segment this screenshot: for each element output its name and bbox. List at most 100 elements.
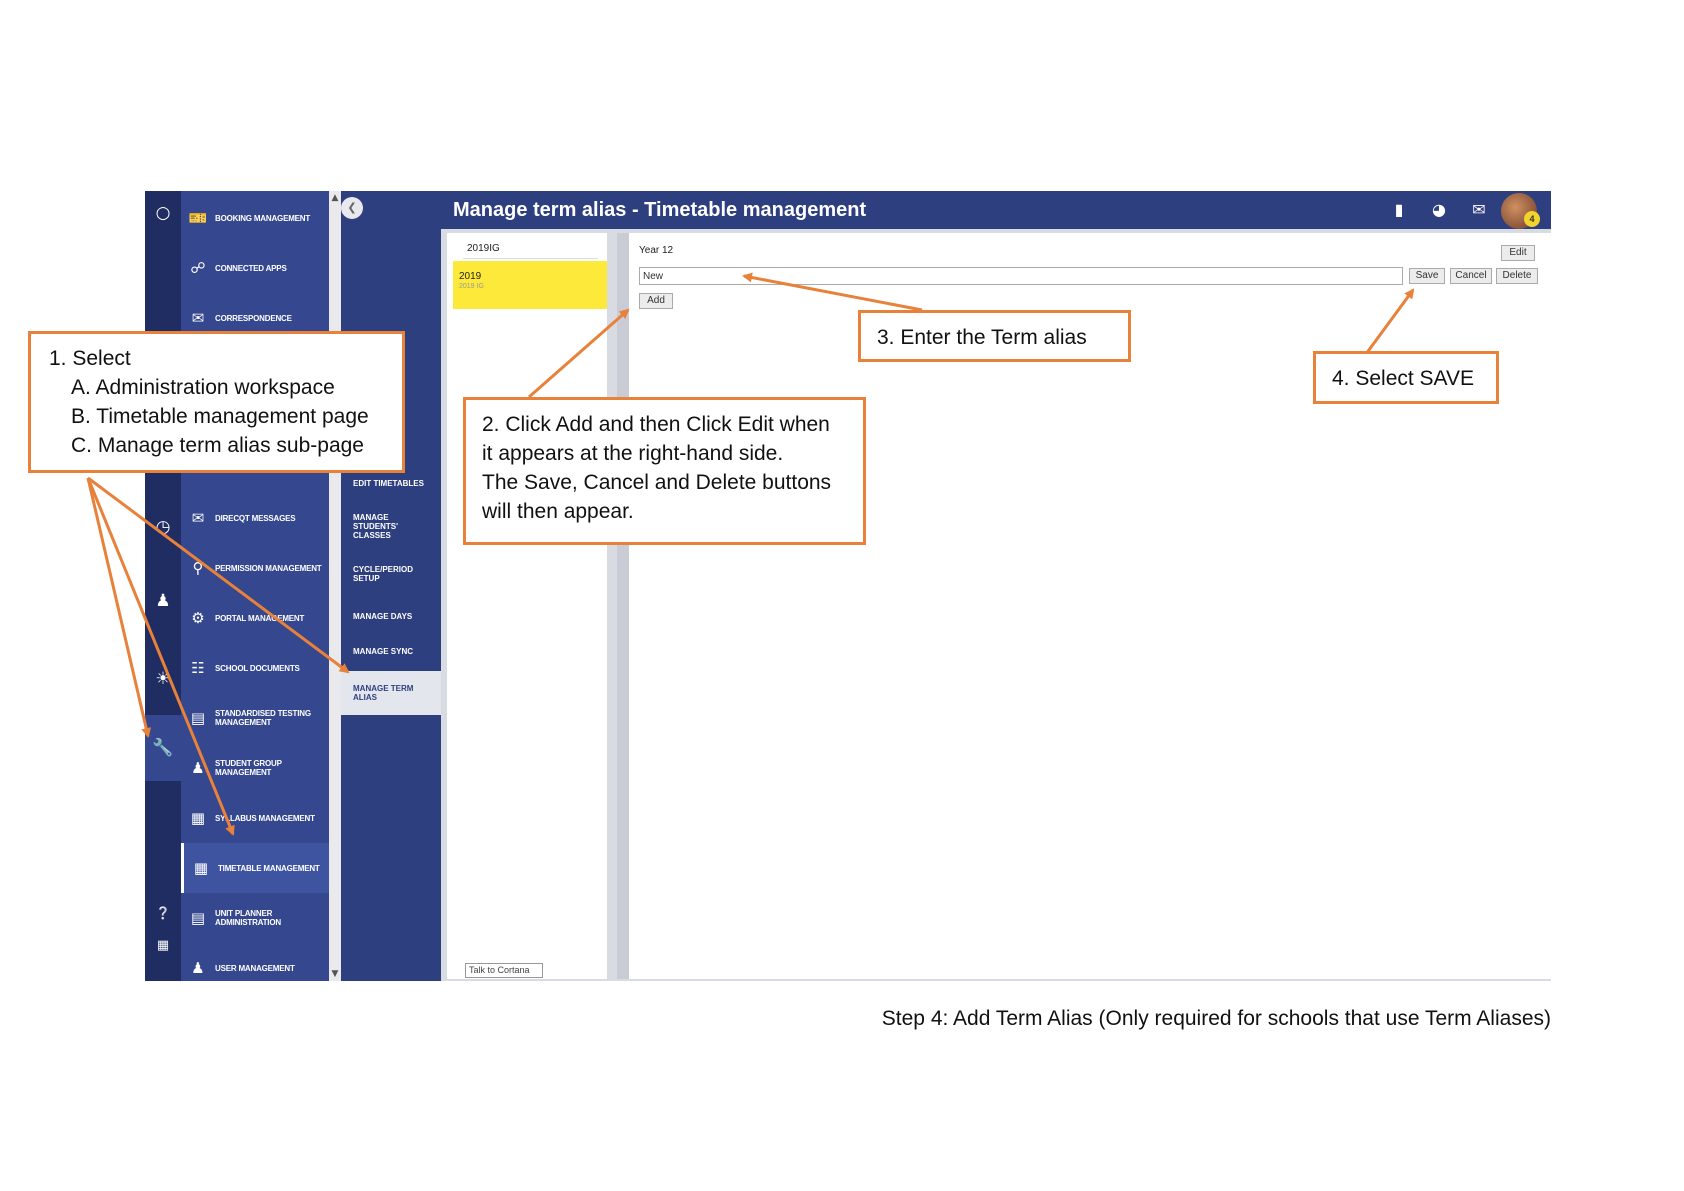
term-card-selected[interactable]: 2019 2019 IG [453,261,607,309]
save-button[interactable]: Save [1409,268,1445,284]
globe-icon[interactable]: ◕ [1432,200,1446,219]
menu-item-label: SYLLABUS MANAGEMENT [215,813,315,823]
menu-item-user-management[interactable]: ♟ USER MANAGEMENT [181,943,329,981]
notification-badge: 4 [1524,211,1540,227]
sub-item-manage-students-classes[interactable]: MANAGE STUDENTS' CLASSES [341,506,441,546]
menu-item-label: CORRESPONDENCE [215,313,292,323]
sub-item-label: MANAGE SYNC [353,646,414,656]
menu-item-label: USER MANAGEMENT [215,963,295,973]
logout-icon[interactable]: ▦ [156,937,170,953]
group-icon: ♟ [191,759,205,777]
unit-planner-icon: ▤ [190,909,206,927]
cortana-search-box[interactable]: Talk to Cortana [465,963,543,978]
syllabus-icon: ▦ [190,809,206,827]
callout-1-line-c: C. Manage term alias sub-page [71,434,364,457]
menu-item-school-documents[interactable]: ☷ SCHOOL DOCUMENTS [181,643,329,693]
menu-item-label: TIMETABLE MANAGEMENT [218,863,320,873]
menu-item-direcqt-messages[interactable]: ✉ DIRECQT MESSAGES [181,493,329,543]
sub-item-manage-sync[interactable]: MANAGE SYNC [341,636,441,666]
scroll-up-icon[interactable]: ▲ [331,193,339,203]
menu-item-timetable-management[interactable]: ▦ TIMETABLE MANAGEMENT [181,843,329,893]
permission-icon: ⚲ [192,559,204,577]
callout-step-4: 4. Select SAVE [1313,351,1499,404]
menu-scrollbar[interactable]: ▲ ▼ [329,191,341,981]
callout-step-3: 3. Enter the Term alias [858,310,1131,362]
app-window: ○ ◷ ♟ ☀ 🔧 ❔ ▦ 🎫 BOOKING MANAGEMENT ☍ CON… [145,191,1551,981]
sun-icon[interactable]: ☀ [155,669,171,689]
menu-item-label: STUDENT GROUP MANAGEMENT [215,759,282,777]
sub-item-edit-timetables[interactable]: EDIT TIMETABLES [341,471,441,495]
chevron-left-icon[interactable]: ❮ [341,197,363,219]
callout-1-title: 1. Select [49,347,131,370]
delete-button[interactable]: Delete [1496,268,1538,284]
sub-item-label: MANAGE DAYS [353,611,413,621]
wrench-icon[interactable]: 🔧 [145,715,181,781]
menu-item-correspondence[interactable]: ✉ CORRESPONDENCE [181,293,329,343]
menu-item-portal-management[interactable]: ⚙ PORTAL MANAGEMENT [181,593,329,643]
scroll-down-icon[interactable]: ▼ [331,969,339,979]
messages-icon: ✉ [191,509,205,527]
cancel-button[interactable]: Cancel [1450,268,1492,284]
user-management-icon: ♟ [191,959,205,977]
menu-item-permission-management[interactable]: ⚲ PERMISSION MANAGEMENT [181,543,329,593]
menu-item-label: SCHOOL DOCUMENTS [215,663,300,673]
sub-item-label: MANAGE STUDENTS' CLASSES [353,512,399,540]
year-label: Year 12 [639,245,674,256]
documents-icon: ☷ [191,659,205,677]
administration-menu: 🎫 BOOKING MANAGEMENT ☍ CONNECTED APPS ✉ … [181,191,329,981]
menu-item-student-group-management[interactable]: ♟ STUDENT GROUP MANAGEMENT [181,743,329,793]
workspace-rail: ○ ◷ ♟ ☀ 🔧 ❔ ▦ [145,191,181,981]
sub-item-label: EDIT TIMETABLES [353,478,424,488]
callout-1-line-a: A. Administration workspace [71,376,335,399]
ticket-icon: 🎫 [188,209,208,227]
page-title: Manage term alias - Timetable management [453,199,867,221]
menu-item-label: BOOKING MANAGEMENT [215,213,311,223]
sub-item-label: MANAGE TERM ALIAS [353,684,414,702]
edit-button[interactable]: Edit [1501,245,1535,261]
clock-icon[interactable]: ◷ [155,517,171,537]
callout-2-line-1: 2. Click Add and then Click Edit when [482,413,830,436]
menu-item-booking-management[interactable]: 🎫 BOOKING MANAGEMENT [181,193,329,243]
menu-item-label: STANDARDISED TESTING MANAGEMENT [215,709,311,727]
portal-icon: ⚙ [191,609,205,627]
timetable-icon: ▦ [193,859,209,877]
sub-item-cycle-period-setup[interactable]: CYCLE/PERIOD SETUP [341,559,441,589]
menu-item-syllabus-management[interactable]: ▦ SYLLABUS MANAGEMENT [181,793,329,843]
term-card-subtitle: 2019 IG [459,283,484,290]
page-header: Manage term alias - Timetable management… [441,191,1551,229]
arrow-to-admin-workspace [86,477,152,738]
callout-1-line-b: B. Timetable management page [71,405,369,428]
help-icon[interactable]: ❔ [155,906,171,920]
menu-item-label: UNIT PLANNER ADMINISTRATION [215,909,281,927]
search-icon[interactable]: ○ [155,203,171,223]
callout-2-line-2: it appears at the right-hand side. [482,442,784,465]
menu-item-label: PORTAL MANAGEMENT [215,613,305,623]
mail-icon[interactable]: ✉ [1472,200,1486,219]
term-card-title: 2019 [459,271,482,282]
sub-item-manage-days[interactable]: MANAGE DAYS [341,601,441,631]
callout-2-line-3: The Save, Cancel and Delete buttons [482,471,832,494]
book-icon[interactable]: ▮ [1394,200,1404,219]
menu-item-connected-apps[interactable]: ☍ CONNECTED APPS [181,243,329,293]
timetable-submenu: ❮ EDIT TIMETABLES MANAGE STUDENTS' CLASS… [341,191,441,981]
term-list-header: 2019IG [463,239,598,259]
callout-step-2: 2. Click Add and then Click Edit when it… [463,397,866,545]
apps-link-icon: ☍ [190,259,206,277]
correspondence-icon: ✉ [191,309,205,327]
callout-2-line-4: will then appear. [482,500,634,523]
menu-item-label: CONNECTED APPS [215,263,287,273]
term-list-panel: 2019IG 2019 2019 IG Talk to Cortana [447,233,607,979]
term-alias-input[interactable] [639,267,1403,285]
menu-item-label: PERMISSION MANAGEMENT [215,563,322,573]
step-caption: Step 4: Add Term Alias (Only required fo… [881,1007,1551,1030]
person-icon[interactable]: ♟ [155,591,171,611]
menu-item-standardised-testing[interactable]: ▤ STANDARDISED TESTING MANAGEMENT [181,693,329,743]
menu-item-unit-planner-administration[interactable]: ▤ UNIT PLANNER ADMINISTRATION [181,893,329,943]
sub-item-manage-term-alias[interactable]: MANAGE TERM ALIAS [341,671,441,715]
panel-divider[interactable] [617,233,629,979]
menu-item-label: DIRECQT MESSAGES [215,513,296,523]
add-button[interactable]: Add [639,293,673,309]
testing-icon: ▤ [190,709,206,727]
sub-item-label: CYCLE/PERIOD SETUP [353,565,414,583]
callout-step-1: 1. Select A. Administration workspace B.… [28,331,405,473]
